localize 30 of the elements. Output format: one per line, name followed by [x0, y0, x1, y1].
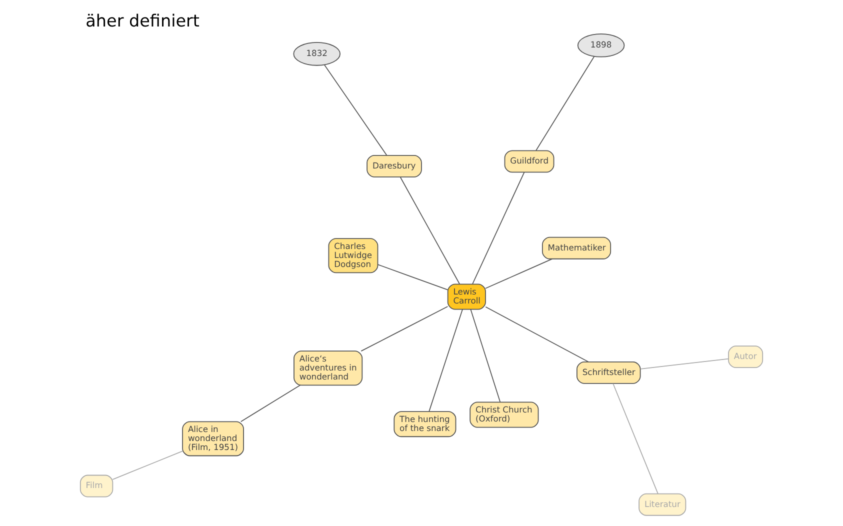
node-box: Daresbury — [366, 155, 422, 178]
connector — [240, 384, 301, 422]
connector — [485, 306, 589, 362]
connector — [470, 308, 501, 402]
node-box: Mathematiker — [542, 236, 612, 260]
node-box: Literatur — [638, 493, 686, 516]
connector — [324, 64, 388, 156]
connector — [472, 172, 525, 284]
node-box: Schriftsteller — [576, 361, 641, 384]
node-box: Christ Church (Oxford) — [470, 402, 539, 428]
connector — [428, 308, 463, 412]
connector — [640, 358, 729, 370]
node-box: Lewis Carroll — [447, 284, 486, 310]
connector — [536, 56, 595, 151]
node-box: Guildford — [504, 150, 554, 173]
node-ellipse: 1832 — [293, 42, 340, 66]
node-box: Charles Lutwidge Dodgson — [328, 238, 378, 274]
diagram-title: äher definiert — [86, 10, 200, 30]
connector — [612, 383, 658, 494]
connector — [377, 264, 448, 290]
node-box: Autor — [728, 346, 764, 368]
node-box: Film — [80, 474, 114, 498]
node-box: Alice‘s adventures in wonderland — [294, 350, 363, 386]
connector — [360, 306, 448, 352]
connector — [112, 450, 183, 480]
connector — [485, 258, 553, 289]
connector — [400, 176, 460, 284]
node-ellipse: 1898 — [577, 33, 625, 58]
node-box: Alice in wonderland (Film, 1951) — [182, 421, 244, 456]
node-box: The hunting of the snark — [394, 411, 456, 438]
